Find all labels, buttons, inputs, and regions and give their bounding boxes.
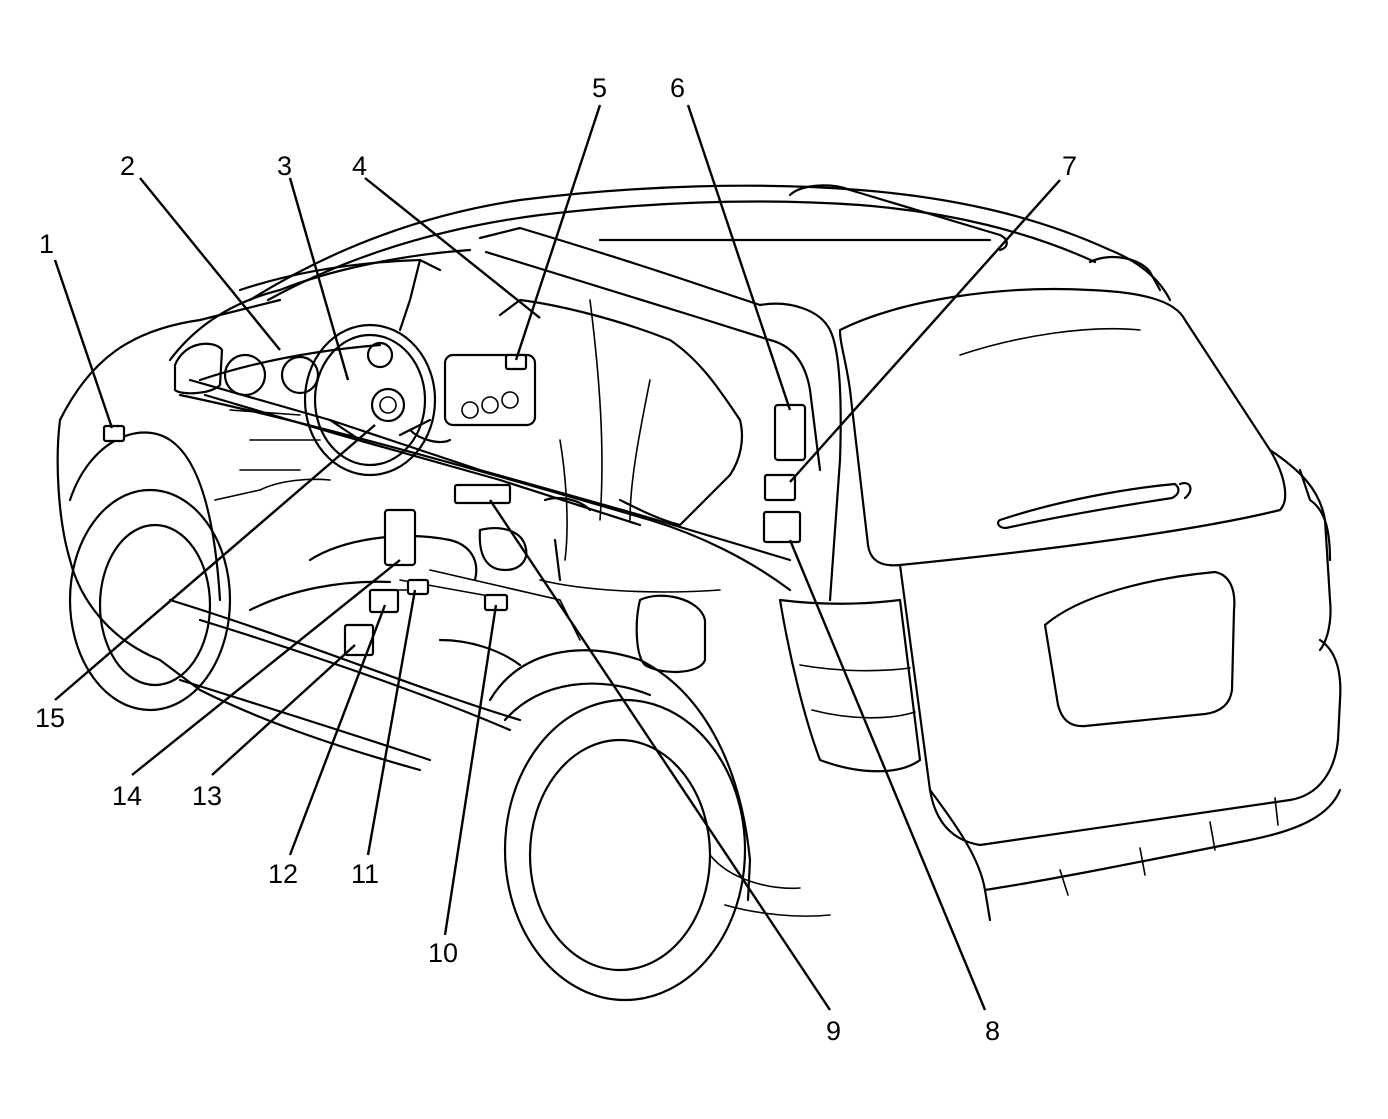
leader-11 [366, 589, 417, 856]
leader-7 [789, 179, 1061, 483]
callout-13: 13 [192, 781, 222, 811]
leader-4 [364, 177, 541, 319]
component-5 [504, 353, 528, 371]
callout-12: 12 [268, 859, 298, 889]
leader-1 [53, 259, 114, 429]
callout-10: 10 [428, 938, 458, 968]
component-1 [102, 424, 126, 443]
callout-6: 6 [670, 73, 685, 103]
component-8 [762, 510, 802, 544]
component-6 [773, 403, 807, 462]
callout-11: 11 [351, 859, 379, 889]
leader-5 [514, 104, 602, 361]
leader-3 [288, 177, 350, 381]
component-9 [453, 483, 512, 505]
leader-9 [489, 499, 831, 1011]
vehicle-body [56, 184, 1342, 1002]
component-11 [406, 578, 430, 596]
callout-labels: 1 2 3 4 5 6 7 8 9 10 11 12 13 14 15 [35, 73, 1077, 1046]
leader-8 [788, 539, 987, 1011]
leader-2 [139, 177, 281, 351]
component-7 [763, 473, 797, 502]
leader-10 [443, 604, 498, 936]
callout-1: 1 [39, 229, 54, 259]
callout-3: 3 [277, 151, 292, 181]
callout-5: 5 [592, 73, 607, 103]
component-14 [383, 508, 417, 567]
callout-7: 7 [1062, 151, 1077, 181]
leader-lines [53, 104, 1061, 1011]
leader-6 [686, 104, 792, 411]
component-12 [368, 588, 400, 614]
callout-14: 14 [112, 781, 142, 811]
leader-12 [288, 604, 387, 856]
leader-15 [54, 424, 376, 701]
leader-13 [211, 644, 356, 776]
callout-9: 9 [826, 1016, 841, 1046]
components [102, 353, 807, 657]
callout-15: 15 [35, 703, 65, 733]
callout-2: 2 [120, 151, 135, 181]
callout-8: 8 [985, 1016, 1000, 1046]
leader-14 [131, 559, 401, 776]
callout-4: 4 [352, 151, 367, 181]
